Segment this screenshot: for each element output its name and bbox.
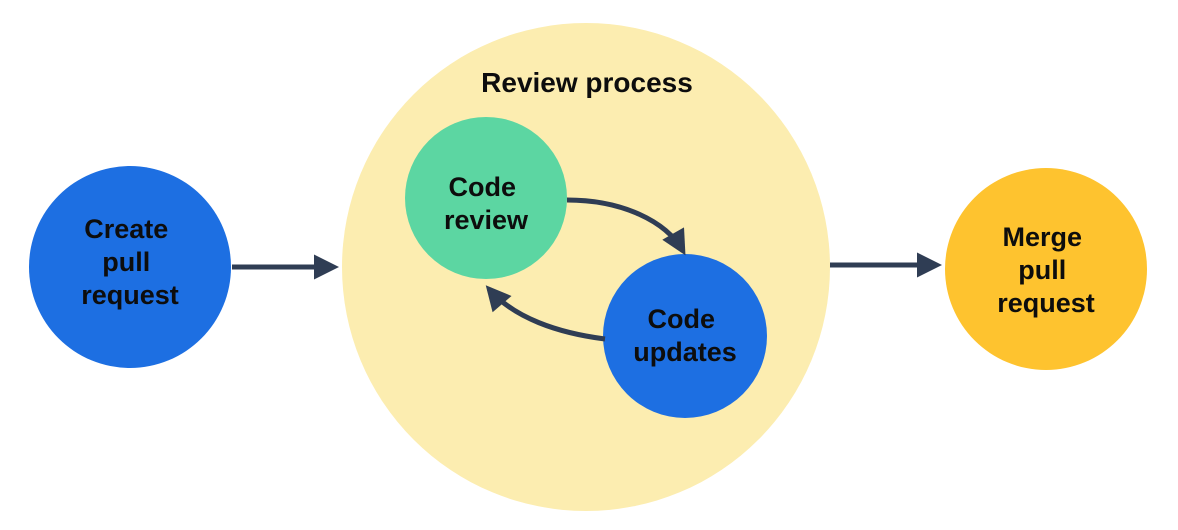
code-updates-label-line1: Code bbox=[647, 304, 715, 334]
create-pull-request-label-line2: pull bbox=[102, 247, 150, 277]
create-pull-request-node bbox=[29, 166, 231, 368]
merge-pull-request-label-line3: request bbox=[997, 288, 1095, 318]
code-updates-node bbox=[603, 254, 767, 418]
create-pull-request-label-line3: request bbox=[81, 280, 179, 310]
create-pull-request-label-line1: Create bbox=[84, 214, 168, 244]
merge-pull-request-label: Merge pull request bbox=[997, 222, 1095, 318]
code-review-label: Code review bbox=[444, 172, 529, 235]
create-pull-request-label: Create pull request bbox=[81, 214, 179, 310]
code-review-node bbox=[405, 117, 567, 279]
merge-pull-request-node bbox=[945, 168, 1147, 370]
merge-pull-request-label-line2: pull bbox=[1018, 255, 1066, 285]
arrow-code-updates-to-code-review bbox=[485, 285, 606, 342]
code-updates-label-line2: updates bbox=[633, 337, 737, 367]
arrow-code-review-to-code-updates bbox=[566, 197, 686, 256]
code-review-label-line1: Code bbox=[448, 172, 516, 202]
merge-pull-request-label-line1: Merge bbox=[1002, 222, 1082, 252]
review-process-title: Review process bbox=[481, 67, 693, 98]
code-review-label-line2: review bbox=[444, 205, 529, 235]
code-updates-label: Code updates bbox=[633, 304, 737, 367]
